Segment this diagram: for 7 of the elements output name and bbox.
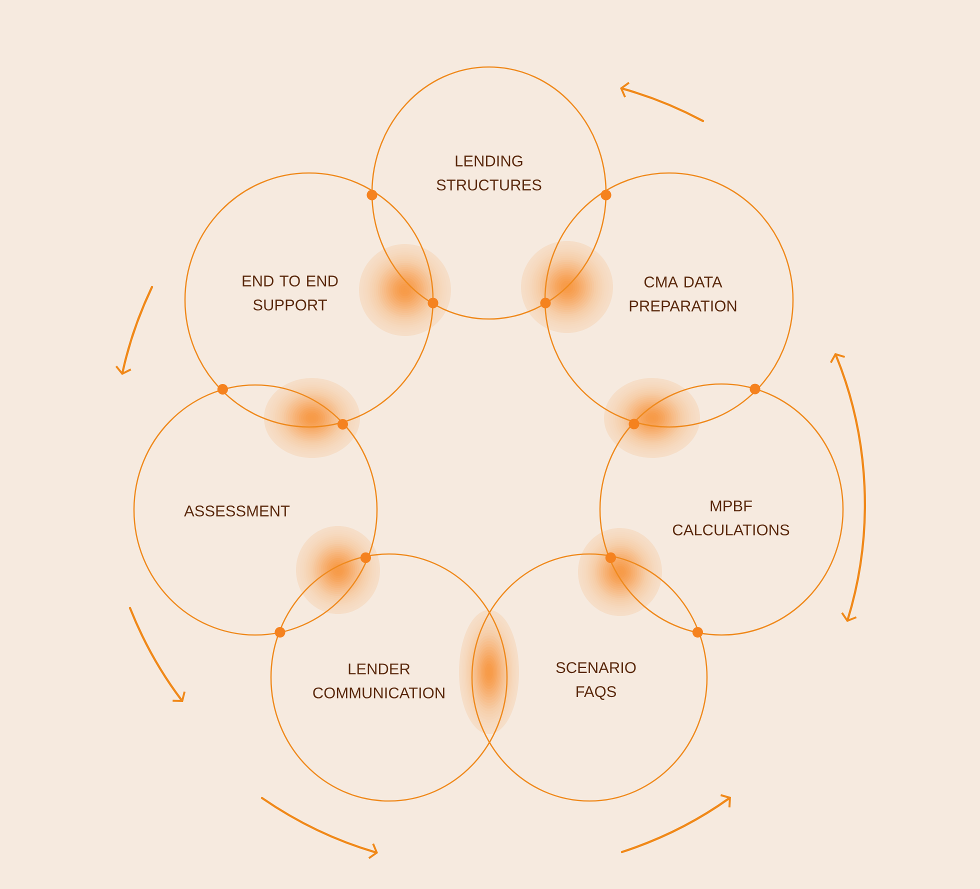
circle-node: LENDING STRUCTURES <box>371 66 607 320</box>
circle-node: ASSESSMENT <box>133 384 378 636</box>
circle-node: SCENARIO FAQS <box>471 553 708 802</box>
circle-node: CMA DATA PREPARATION <box>544 172 794 428</box>
circle-node: LENDER COMMUNICATION <box>270 553 508 802</box>
circle-node: END TO END SUPPORT <box>184 172 434 428</box>
circle-node: MPBF CALCULATIONS <box>599 383 844 636</box>
